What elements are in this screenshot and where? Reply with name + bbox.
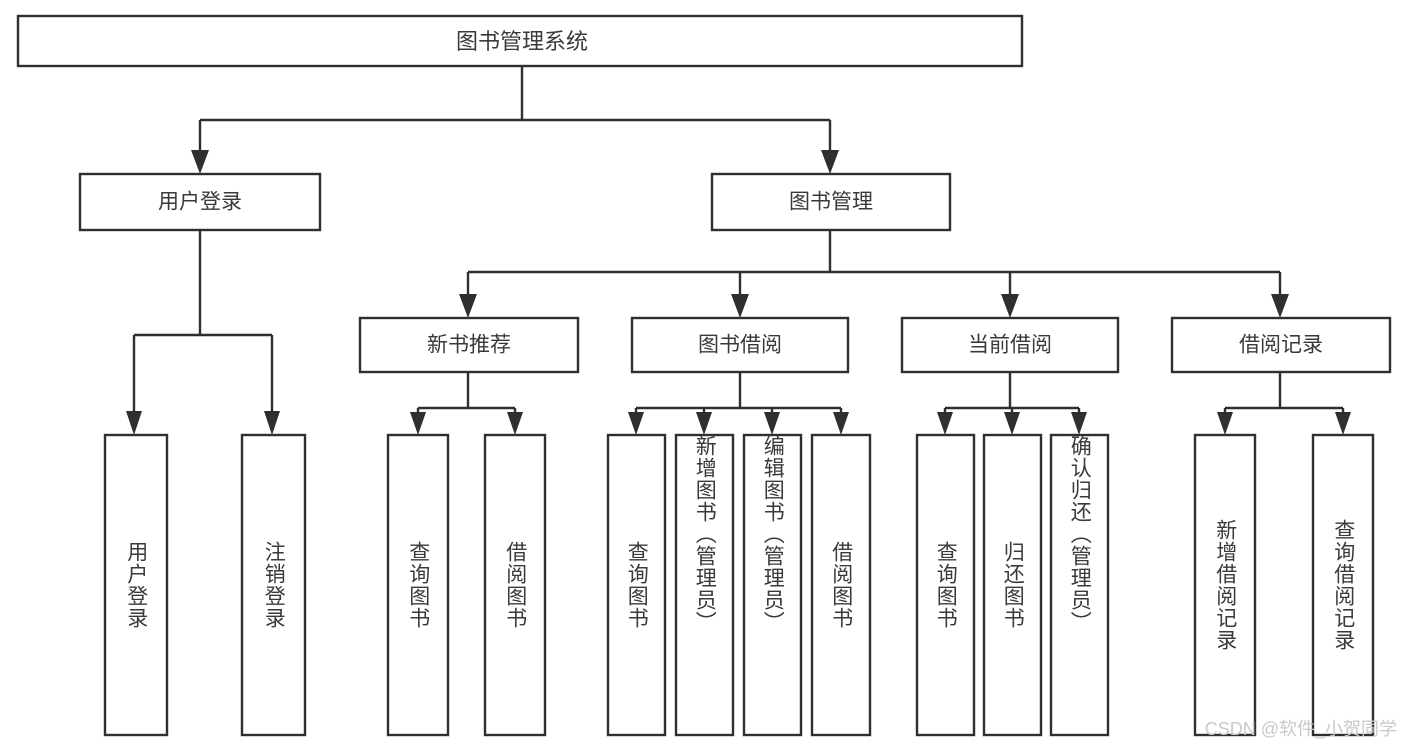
leaf-box-borrow-book-1[interactable]: [483, 433, 547, 737]
node-user-login-box[interactable]: [78, 172, 322, 232]
node-current-borrow-label: 当前借阅: [968, 334, 1052, 357]
arrow-head-leaf-add-record: [1217, 412, 1233, 435]
arrow-head-book-manage: [821, 150, 839, 174]
arrow-head-leaf-user-login: [126, 411, 142, 435]
connector-group-book-manage: [459, 230, 1289, 318]
node-borrow-record-label: 借阅记录: [1239, 334, 1323, 357]
node-new-book-recommend-box[interactable]: [358, 316, 580, 374]
arrow-head-leaf-query-record: [1335, 412, 1351, 435]
arrow-head-leaf-borrow-book-2: [833, 412, 849, 435]
node-user-login[interactable]: 用户登录: [78, 172, 322, 232]
node-book-borrow-label: 图书借阅: [698, 334, 782, 357]
leaf-box-borrow-book-2[interactable]: [810, 433, 872, 737]
arrow-head-leaf-return-book: [1004, 412, 1020, 435]
arrow-head-user-login: [191, 150, 209, 174]
leaf-box-return-book[interactable]: [982, 433, 1043, 737]
arrow-head-leaf-query-book-2: [628, 412, 644, 435]
connector-group-new-book-recommend: [410, 372, 523, 435]
node-book-borrow-box[interactable]: [630, 316, 850, 374]
leaf-box-add-book[interactable]: [674, 433, 735, 737]
node-user-login-label: 用户登录: [158, 191, 242, 214]
leaf-box-user-logout[interactable]: [240, 433, 307, 737]
connector-group-book-borrow: [628, 372, 849, 435]
leaf-box-add-record[interactable]: [1193, 433, 1257, 737]
leaf-box-query-book-2[interactable]: [606, 433, 667, 737]
arrow-head-leaf-query-book-1: [410, 412, 426, 435]
node-borrow-record[interactable]: 借阅记录: [1170, 316, 1392, 374]
leaf-box-query-record[interactable]: [1311, 433, 1375, 737]
node-current-borrow[interactable]: 当前借阅: [900, 316, 1120, 374]
connector-group-borrow-record: [1217, 372, 1351, 435]
connector-group-root: [191, 66, 839, 174]
node-book-manage-label: 图书管理: [789, 191, 873, 214]
connector-group-current-borrow: [937, 372, 1087, 435]
node-root-label: 图书管理系统: [456, 29, 588, 54]
arrow-head-current-borrow: [1001, 294, 1019, 318]
arrow-head-book-borrow: [731, 294, 749, 318]
arrow-head-leaf-add-book: [696, 412, 712, 435]
arrow-head-leaf-confirm-return: [1071, 412, 1087, 435]
arrow-head-new-book-recommend: [459, 294, 477, 318]
arrow-head-borrow-record: [1271, 294, 1289, 318]
node-borrow-record-box[interactable]: [1170, 316, 1392, 374]
node-new-book-recommend-label: 新书推荐: [427, 334, 511, 357]
node-new-book-recommend[interactable]: 新书推荐: [358, 316, 580, 374]
leaf-box-query-book-3[interactable]: [915, 433, 976, 737]
leaf-box-user-login[interactable]: [103, 433, 169, 737]
arrow-head-leaf-query-book-3: [937, 412, 953, 435]
leaf-box-edit-book[interactable]: [742, 433, 803, 737]
node-root-box[interactable]: [16, 14, 1024, 68]
arrow-head-leaf-borrow-book-1: [507, 412, 523, 435]
arrow-head-leaf-user-logout: [264, 411, 280, 435]
connector-group-user-login: [126, 230, 280, 435]
node-root[interactable]: 图书管理系统: [16, 14, 1024, 68]
node-book-borrow[interactable]: 图书借阅: [630, 316, 850, 374]
node-current-borrow-box[interactable]: [900, 316, 1120, 374]
leaf-box-query-book-1[interactable]: [386, 433, 450, 737]
node-book-manage-box[interactable]: [710, 172, 952, 232]
arrow-head-leaf-edit-book: [764, 412, 780, 435]
node-book-manage[interactable]: 图书管理: [710, 172, 952, 232]
leaf-box-confirm-return[interactable]: [1049, 433, 1110, 737]
